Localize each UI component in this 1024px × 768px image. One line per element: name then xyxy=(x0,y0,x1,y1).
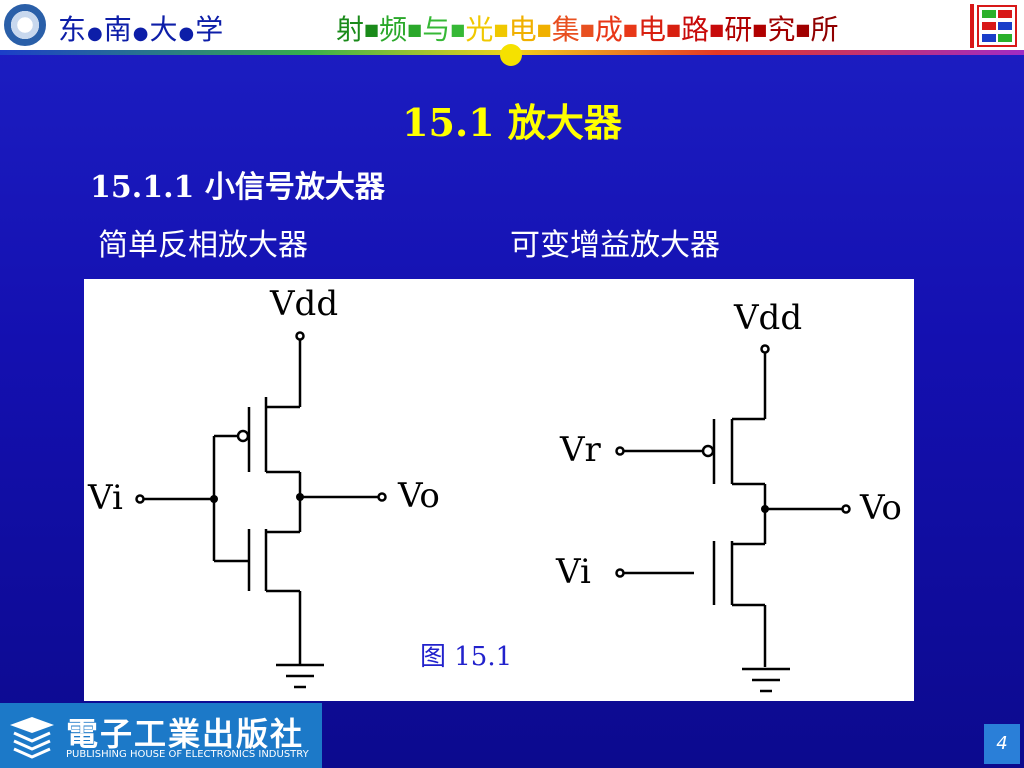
separator-square-icon: ■ xyxy=(364,20,380,39)
institute-char: 成 xyxy=(594,13,623,46)
institute-char: 电 xyxy=(508,13,537,46)
header-bar: 东●南●大●学 射■频■与■光■电■集■成■电■路■研■究■所 xyxy=(0,0,1024,52)
separator-square-icon: ■ xyxy=(493,20,509,39)
separator-square-icon: ■ xyxy=(579,20,595,39)
institute-char: 射 xyxy=(336,13,365,46)
institute-char: 研 xyxy=(724,13,753,46)
institute-char: 所 xyxy=(810,13,839,46)
junction-dot xyxy=(210,495,218,503)
publisher-banner: 電子工業出版社 PUBLISHING HOUSE OF ELECTRONICS … xyxy=(0,703,322,768)
university-logo-icon xyxy=(4,4,46,46)
slide-title: 15.1 放大器 xyxy=(402,100,622,145)
junction-dot xyxy=(296,493,304,501)
institute-char: 集 xyxy=(551,13,580,46)
institute-char: 光 xyxy=(465,13,494,46)
label-simple-inverting-amplifier: 简单反相放大器 xyxy=(98,228,308,263)
junction-dot xyxy=(761,505,769,513)
publisher-logo-icon xyxy=(10,717,54,759)
right-vr-label: Vr xyxy=(559,430,602,470)
separator-square-icon: ■ xyxy=(407,20,423,39)
left-vo-label: Vo xyxy=(397,476,440,516)
separator-square-icon: ■ xyxy=(666,20,682,39)
circuit-panel: Vdd Vi Vo Vdd Vr Vo Vi 图 15.1 xyxy=(84,279,914,701)
separator-square-icon: ■ xyxy=(450,20,466,39)
sun-icon xyxy=(500,44,522,66)
institute-char: 与 xyxy=(422,13,451,46)
separator-square-icon: ■ xyxy=(795,20,811,39)
left-vdd-label: Vdd xyxy=(269,284,338,324)
separator-square-icon: ■ xyxy=(752,20,768,39)
section-subtitle: 15.1.1 小信号放大器 xyxy=(90,170,385,205)
circuit-diagram: Vdd Vi Vo Vdd Vr Vo Vi 图 15.1 xyxy=(87,284,902,693)
right-vi-label: Vi xyxy=(555,552,591,592)
publisher-name: 電子工業出版社 xyxy=(66,715,305,753)
corner-emblem-icon xyxy=(970,4,1017,48)
institute-char: 电 xyxy=(637,13,666,46)
separator-square-icon: ■ xyxy=(536,20,552,39)
institute-name: 射■频■与■光■电■集■成■电■路■研■究■所 xyxy=(336,8,839,48)
right-vdd-label: Vdd xyxy=(733,298,802,338)
label-variable-gain-amplifier: 可变增益放大器 xyxy=(510,228,720,263)
institute-char: 究 xyxy=(767,13,796,46)
separator-square-icon: ■ xyxy=(622,20,638,39)
publisher-english-name: PUBLISHING HOUSE OF ELECTRONICS INDUSTRY xyxy=(66,749,309,760)
institute-char: 频 xyxy=(379,13,408,46)
left-vi-label: Vi xyxy=(87,478,123,518)
figure-caption: 图 15.1 xyxy=(420,642,512,672)
institute-char: 路 xyxy=(681,13,710,46)
page-number: 4 xyxy=(984,724,1020,764)
right-vo-label: Vo xyxy=(859,488,902,528)
school-name: 东●南●大●学 xyxy=(58,13,225,46)
separator-square-icon: ■ xyxy=(709,20,725,39)
